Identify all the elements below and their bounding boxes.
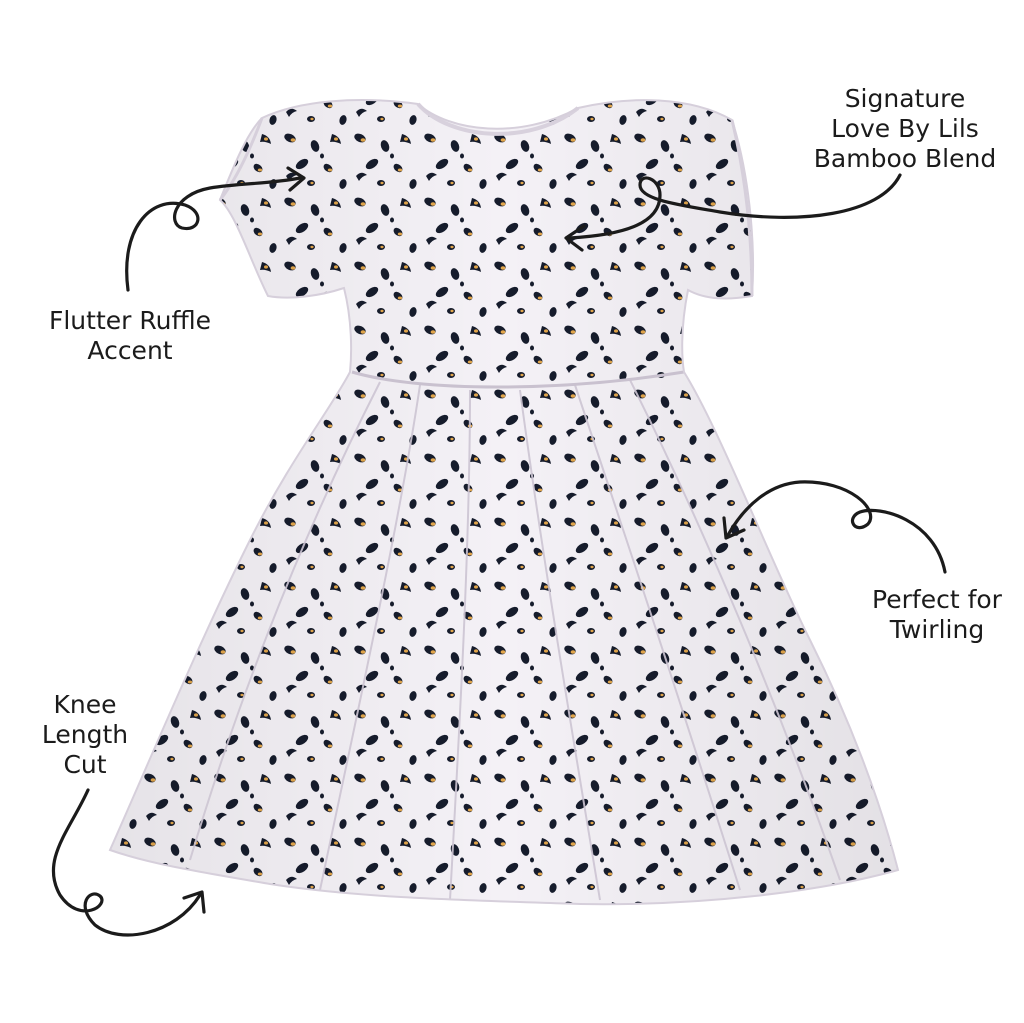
callout-signature-bamboo: Signature Love By Lils Bamboo Blend xyxy=(790,84,1020,174)
callout-line: Accent xyxy=(87,336,173,365)
callout-line: Perfect for xyxy=(872,585,1002,614)
callout-line: Signature xyxy=(844,84,966,113)
curly-arrow-icon xyxy=(51,788,202,937)
callout-line: Flutter Ruffle xyxy=(48,306,212,335)
arrowhead-icon xyxy=(182,890,206,914)
callout-perfect-twirling: Perfect for Twirling xyxy=(852,585,1022,645)
arrowhead-icon xyxy=(722,516,746,540)
curly-arrow-icon xyxy=(125,176,302,292)
arrowhead-icon xyxy=(286,166,306,192)
callout-knee-length: Knee Length Cut xyxy=(20,690,150,780)
waist-seam xyxy=(351,370,685,389)
callout-line: Length xyxy=(41,720,129,749)
skirt-folds xyxy=(189,379,841,901)
callout-line: Cut xyxy=(63,750,107,779)
callout-line: Knee xyxy=(53,690,117,719)
curly-arrow-icon xyxy=(726,480,947,574)
neckline xyxy=(416,102,580,136)
right-ruffle xyxy=(730,119,754,297)
callout-line: Bamboo Blend xyxy=(813,144,997,173)
curly-arrow-icon xyxy=(568,173,902,240)
dress xyxy=(108,99,900,906)
callout-flutter-ruffle: Flutter Ruffle Accent xyxy=(20,306,240,366)
arrowhead-icon xyxy=(564,224,586,252)
left-ruffle xyxy=(218,117,264,201)
callout-line: Twirling xyxy=(889,615,985,644)
dress-outline xyxy=(108,99,900,906)
callout-arrows xyxy=(51,166,947,937)
callout-line: Love By Lils xyxy=(831,114,979,143)
